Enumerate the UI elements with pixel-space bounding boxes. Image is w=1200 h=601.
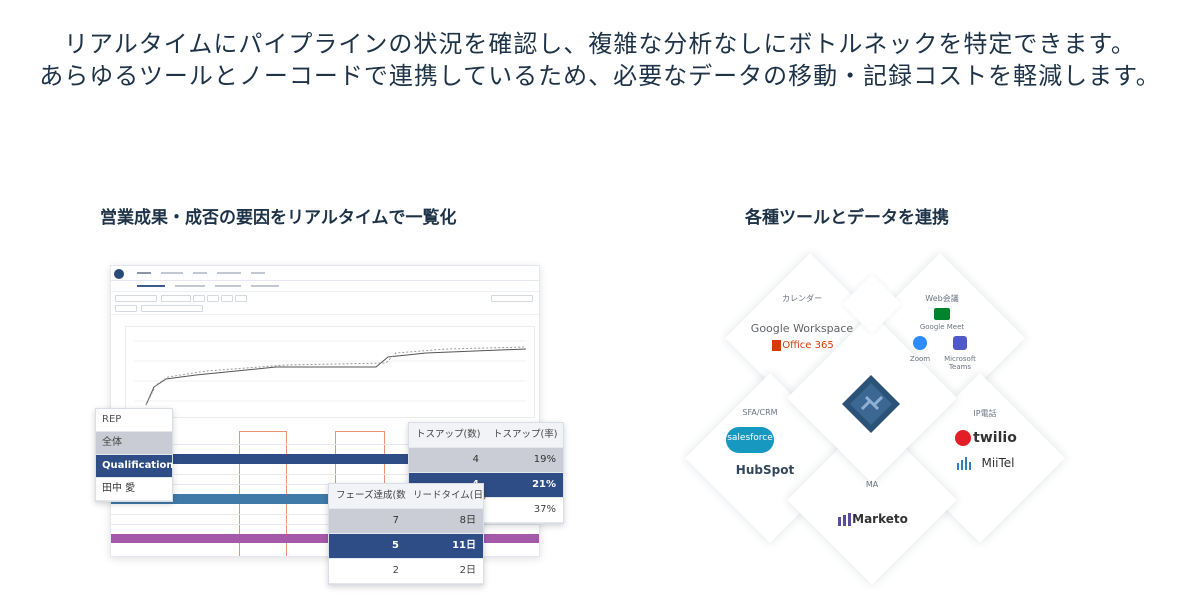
phase-card: フェーズ達成(数) リードタイム(日) 7 8日 5 11日 2 2日 [328, 483, 487, 585]
headline-line-2: あらゆるツールとノーコードで連携しているため、必要なデータの移動・記録コストを軽… [39, 62, 1161, 90]
right-section-title: 各種ツールとデータを連携 [745, 208, 949, 228]
teams-label: Microsoft Teams [944, 355, 976, 371]
tossup-rate-cell: 37% [486, 498, 563, 523]
category-sfa-crm: SFA/CRM [742, 408, 778, 417]
dashboard-filters [111, 292, 539, 315]
rep-option-tanaka[interactable]: 田中 愛 [96, 478, 172, 501]
highlight-column [239, 431, 287, 556]
phase-count-header: フェーズ達成(数) [329, 484, 409, 509]
dashboard-screenshot [110, 265, 540, 557]
headline-line-1: リアルタイムにパイプラインの状況を確認し、複雑な分析なしにボトルネックを特定でき… [64, 30, 1136, 58]
platform-logo-icon [842, 375, 900, 433]
twilio-label: twilio [973, 430, 1017, 446]
line-series-dashed [145, 346, 527, 406]
table-row-highlight [111, 494, 539, 504]
category-ma: MA [865, 480, 879, 489]
category-calendar: カレンダー [782, 294, 822, 303]
phase-count-cell: 2 [329, 559, 406, 584]
table-row-purple [111, 534, 539, 543]
tossup-count-cell: 4 [409, 448, 486, 473]
office365-label: Office 365 [782, 340, 834, 351]
category-web-meeting: Web会議 [925, 294, 959, 303]
teams-icon [953, 336, 967, 350]
miitel-label: MiiTel [981, 456, 1015, 470]
category-ip-phone: IP電話 [973, 409, 997, 418]
leadtime-cell: 8日 [406, 509, 483, 534]
line-chart-svg [134, 340, 527, 406]
phase-count-cell: 5 [329, 534, 406, 559]
google-meet-icon [934, 308, 950, 320]
miitel-icon [957, 457, 971, 470]
app-logo-icon [114, 269, 124, 279]
rep-filter-header: REP [96, 409, 172, 432]
leadtime-cell: 2日 [406, 559, 483, 584]
leadtime-header: リードタイム(日) [406, 484, 487, 509]
table-row-selected [111, 454, 539, 464]
twilio-icon [955, 430, 971, 446]
google-workspace-label: Google Workspace [750, 322, 854, 335]
left-section-title: 営業成果・成否の要因をリアルタイムで一覧化 [100, 208, 457, 228]
line-series-solid [145, 348, 527, 406]
marketo-icon [838, 513, 851, 526]
zoom-label: Zoom [909, 355, 931, 363]
cumulative-line-chart [125, 326, 535, 418]
office365-icon [772, 340, 781, 351]
dashboard-top-nav [111, 266, 539, 281]
marketo-label: Marketo [852, 512, 908, 526]
rep-option-all[interactable]: 全体 [96, 432, 172, 455]
salesforce-icon [726, 427, 774, 453]
zoom-icon [913, 336, 927, 350]
rep-filter-dropdown[interactable]: REP 全体 Qualification 田中 愛 [95, 408, 174, 502]
dashboard-sub-tabs [111, 281, 539, 292]
salesforce-label: salesforce [727, 433, 773, 443]
tossup-count-header: トスアップ(数) [409, 423, 486, 448]
tossup-rate-cell: 19% [486, 448, 563, 473]
page-headline: リアルタイムにパイプラインの状況を確認し、複雑な分析なしにボトルネックを特定でき… [0, 28, 1200, 92]
tossup-rate-cell: 21% [486, 473, 563, 498]
google-meet-label: Google Meet [919, 323, 965, 331]
rep-option-qualification[interactable]: Qualification [96, 455, 174, 478]
tossup-rate-header: トスアップ(率) [486, 423, 563, 448]
phase-count-cell: 7 [329, 509, 406, 534]
hubspot-label: HubSpot [735, 463, 795, 477]
leadtime-cell: 11日 [406, 534, 483, 559]
